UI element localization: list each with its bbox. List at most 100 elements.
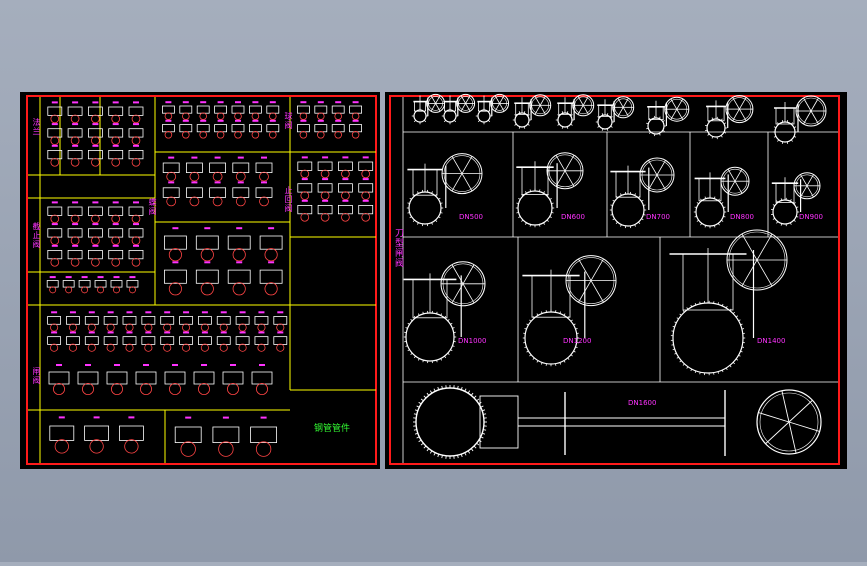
fitting-tag bbox=[353, 101, 359, 103]
valve-label-dn800: DN800 bbox=[730, 213, 754, 221]
fitting-tag bbox=[72, 223, 78, 225]
fitting-tag bbox=[133, 101, 139, 103]
fitting-tag bbox=[172, 227, 178, 229]
fitting-tag bbox=[164, 311, 170, 313]
fitting-tag bbox=[200, 120, 206, 122]
fitting-tag bbox=[108, 311, 114, 313]
fitting-tag bbox=[235, 120, 241, 122]
valve-tooth bbox=[551, 203, 553, 204]
fitting-tag bbox=[98, 276, 104, 278]
fitting-tag bbox=[92, 145, 98, 147]
fitting-tag bbox=[300, 120, 306, 122]
fitting-tag bbox=[183, 311, 189, 313]
fitting-tag bbox=[72, 101, 78, 103]
fitting-tag bbox=[202, 331, 208, 333]
fitting-tag bbox=[191, 157, 197, 159]
valve-label-dn700: DN700 bbox=[646, 213, 670, 221]
side-title-butterfly-valve: 蝶阀 bbox=[147, 198, 158, 216]
valve-tooth bbox=[742, 347, 744, 348]
valve-tooth bbox=[516, 212, 518, 213]
fitting-tag bbox=[270, 101, 276, 103]
fitting-tag bbox=[261, 417, 267, 419]
fitting-tag bbox=[92, 245, 98, 247]
fitting-tag bbox=[89, 331, 95, 333]
fitting-tag bbox=[363, 156, 369, 158]
fitting-tag bbox=[59, 416, 65, 418]
fitting-tag bbox=[322, 200, 328, 202]
fitting-tag bbox=[318, 101, 324, 103]
fitting-tag bbox=[92, 101, 98, 103]
fitting-tag bbox=[191, 181, 197, 183]
fitting-tag bbox=[302, 178, 308, 180]
fitting-tag bbox=[113, 201, 119, 203]
fitting-tag bbox=[165, 120, 171, 122]
fitting-tag bbox=[70, 331, 76, 333]
fitting-tag bbox=[268, 227, 274, 229]
fitting-tag bbox=[185, 417, 191, 419]
table-label-steel-pipe-fittings: 钢管管件 bbox=[314, 421, 350, 434]
fitting-tag bbox=[200, 101, 206, 103]
side-title-check-valve: 止回阀 bbox=[283, 186, 294, 213]
fitting-tag bbox=[172, 364, 178, 366]
fitting-tag bbox=[82, 276, 88, 278]
fitting-tag bbox=[52, 201, 58, 203]
fitting-tag bbox=[261, 157, 267, 159]
fitting-tag bbox=[335, 101, 341, 103]
fitting-tag bbox=[172, 261, 178, 263]
fitting-tag bbox=[258, 331, 264, 333]
side-title-gate-valve: 闸阀 bbox=[31, 367, 42, 385]
fitting-tag bbox=[133, 123, 139, 125]
fitting-tag bbox=[113, 123, 119, 125]
fitting-tag bbox=[108, 331, 114, 333]
fitting-tag bbox=[277, 331, 283, 333]
fitting-tag bbox=[168, 157, 174, 159]
fitting-tag bbox=[94, 416, 100, 418]
fitting-tag bbox=[238, 157, 244, 159]
fitting-tag bbox=[133, 245, 139, 247]
fitting-tag bbox=[51, 311, 57, 313]
fitting-tag bbox=[252, 120, 258, 122]
fitting-tag bbox=[113, 145, 119, 147]
fitting-tag bbox=[66, 276, 72, 278]
fitting-tag bbox=[165, 101, 171, 103]
fitting-tag bbox=[129, 276, 135, 278]
valve-tooth bbox=[705, 125, 707, 126]
fitting-tag bbox=[85, 364, 91, 366]
fitting-tag bbox=[342, 156, 348, 158]
fitting-tag bbox=[127, 311, 133, 313]
fitting-tag bbox=[363, 200, 369, 202]
fitting-tag bbox=[183, 120, 189, 122]
valve-tooth bbox=[551, 212, 553, 213]
fitting-tag bbox=[335, 120, 341, 122]
fitting-tag bbox=[322, 178, 328, 180]
valve-label-dn600: DN600 bbox=[561, 213, 585, 221]
fitting-tag bbox=[258, 311, 264, 313]
fitting-tag bbox=[89, 311, 95, 313]
valve-label-dn1000: DN1000 bbox=[458, 337, 486, 345]
valve-tooth bbox=[530, 224, 531, 226]
fitting-tag bbox=[72, 245, 78, 247]
side-title-flange: 法兰 bbox=[31, 118, 42, 136]
fitting-tag bbox=[201, 364, 207, 366]
fitting-tag bbox=[51, 331, 57, 333]
valve-tooth bbox=[742, 329, 744, 330]
fitting-tag bbox=[202, 311, 208, 313]
fitting-tag bbox=[240, 331, 246, 333]
fitting-tag bbox=[164, 331, 170, 333]
fitting-tag bbox=[240, 311, 246, 313]
fitting-tag bbox=[238, 181, 244, 183]
valve-tooth bbox=[516, 203, 518, 204]
fitting-tag bbox=[133, 223, 139, 225]
fitting-tag bbox=[230, 364, 236, 366]
fitting-tag bbox=[145, 311, 151, 313]
fitting-tag bbox=[236, 227, 242, 229]
fitting-tag bbox=[133, 201, 139, 203]
fitting-tag bbox=[52, 223, 58, 225]
fitting-tag bbox=[259, 364, 265, 366]
fitting-tag bbox=[113, 101, 119, 103]
valve-tooth bbox=[539, 224, 540, 226]
side-title-knife-gate-valve: 刀型闸阀 bbox=[392, 228, 405, 268]
fitting-tag bbox=[218, 101, 224, 103]
